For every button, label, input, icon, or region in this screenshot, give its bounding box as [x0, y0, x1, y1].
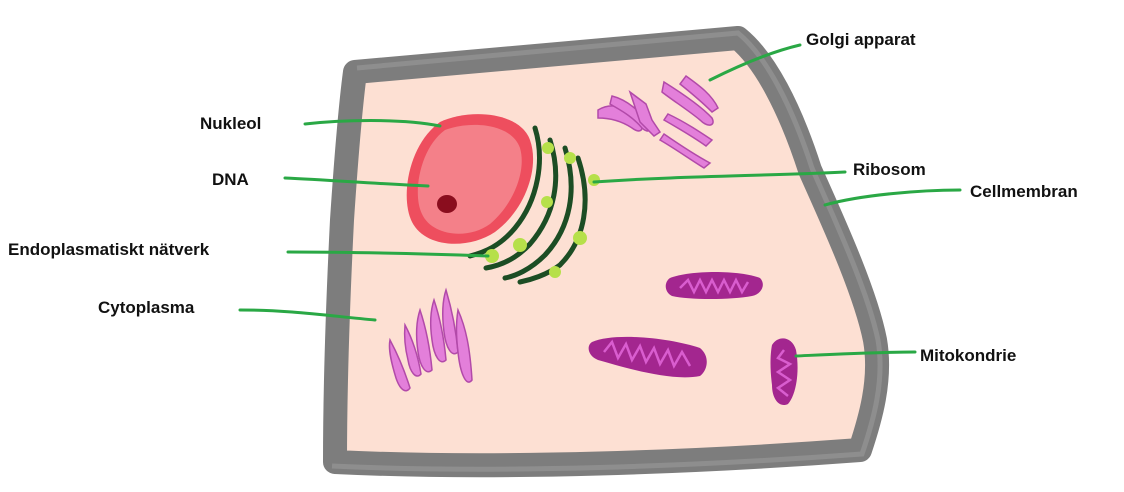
leader-cellmembran	[825, 190, 960, 205]
label-ribosom: Ribosom	[853, 160, 926, 180]
dna-dot	[437, 195, 457, 213]
label-endoplasmatiskt-natverk: Endoplasmatiskt nätverk	[8, 240, 209, 260]
label-cytoplasma: Cytoplasma	[98, 298, 194, 318]
label-mitokondrie: Mitokondrie	[920, 346, 1016, 366]
label-nukleol: Nukleol	[200, 114, 261, 134]
label-golgi-apparat: Golgi apparat	[806, 30, 916, 50]
label-dna: DNA	[212, 170, 249, 190]
mitochondrion-1	[666, 272, 763, 299]
label-cellmembran: Cellmembran	[970, 182, 1078, 202]
